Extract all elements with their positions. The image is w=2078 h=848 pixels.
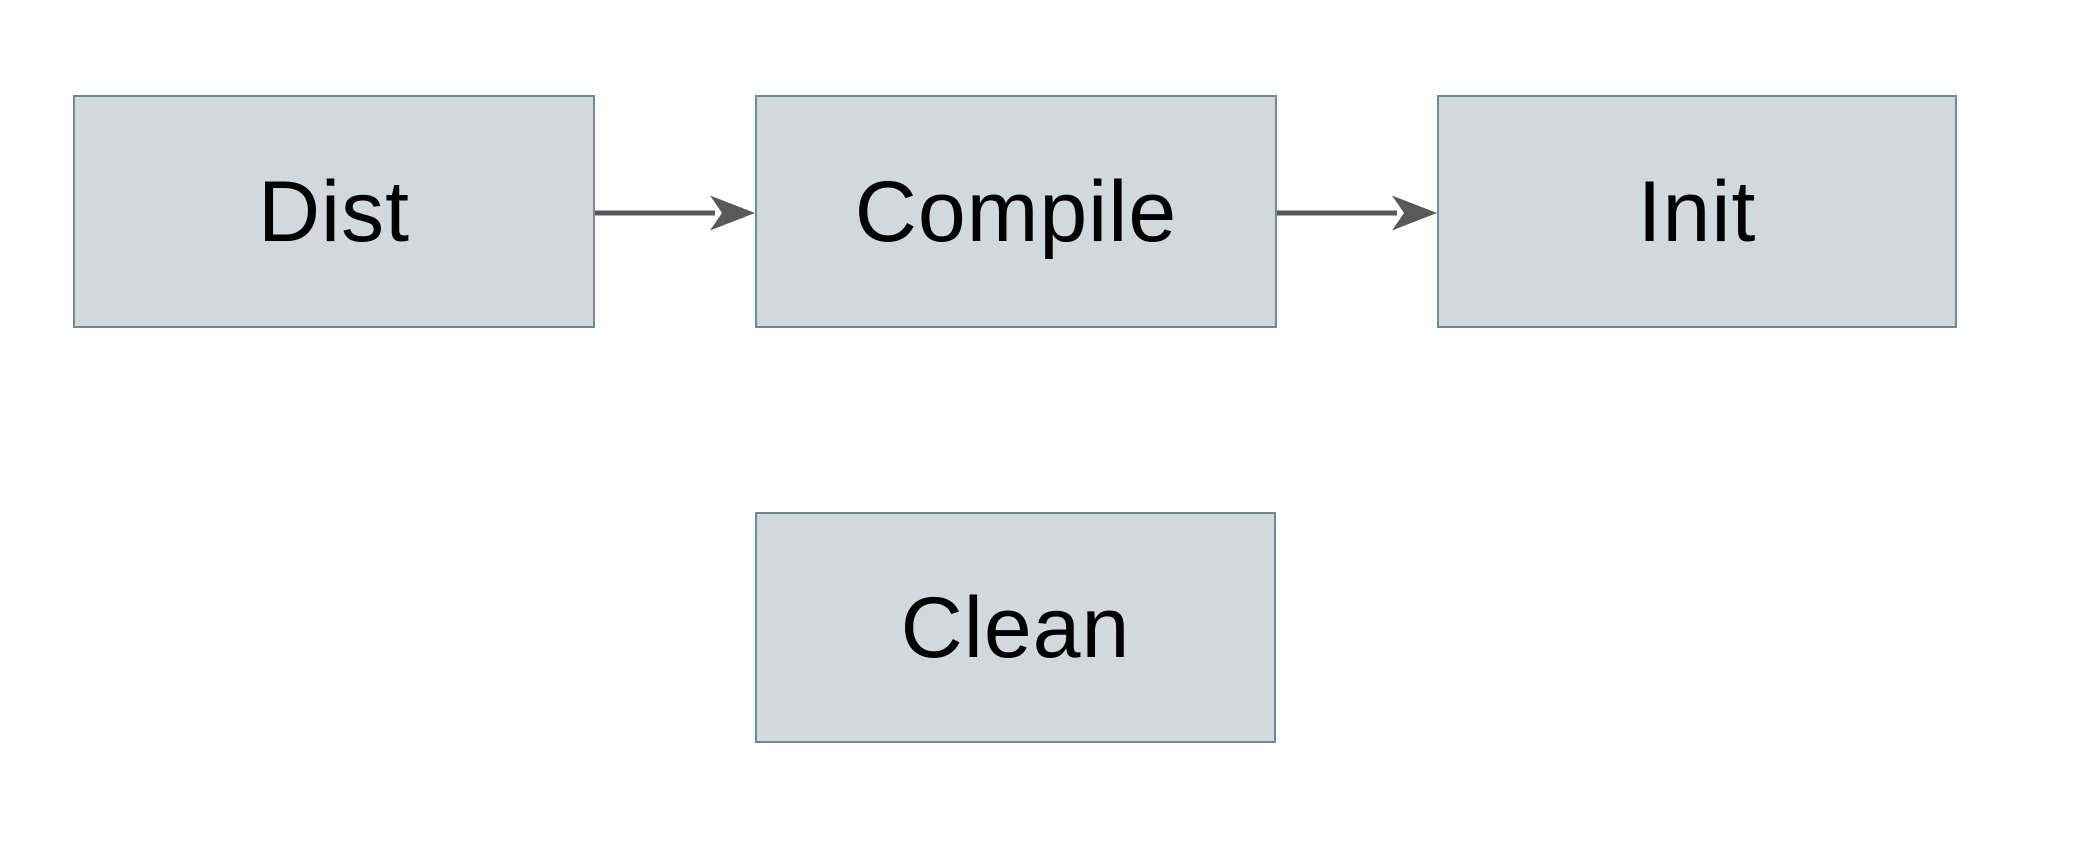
arrowhead-icon [1392,195,1437,231]
node-dist[interactable]: Dist [73,95,595,328]
node-compile-label: Compile [854,163,1178,260]
arrowhead-icon [710,195,755,231]
node-init[interactable]: Init [1437,95,1957,328]
connector-dist-to-compile [595,195,755,231]
node-init-label: Init [1637,163,1757,260]
node-clean-label: Clean [900,579,1131,676]
connector-compile-to-init [1277,195,1437,231]
node-compile[interactable]: Compile [755,95,1277,328]
node-dist-label: Dist [257,163,411,260]
node-clean[interactable]: Clean [755,512,1276,743]
